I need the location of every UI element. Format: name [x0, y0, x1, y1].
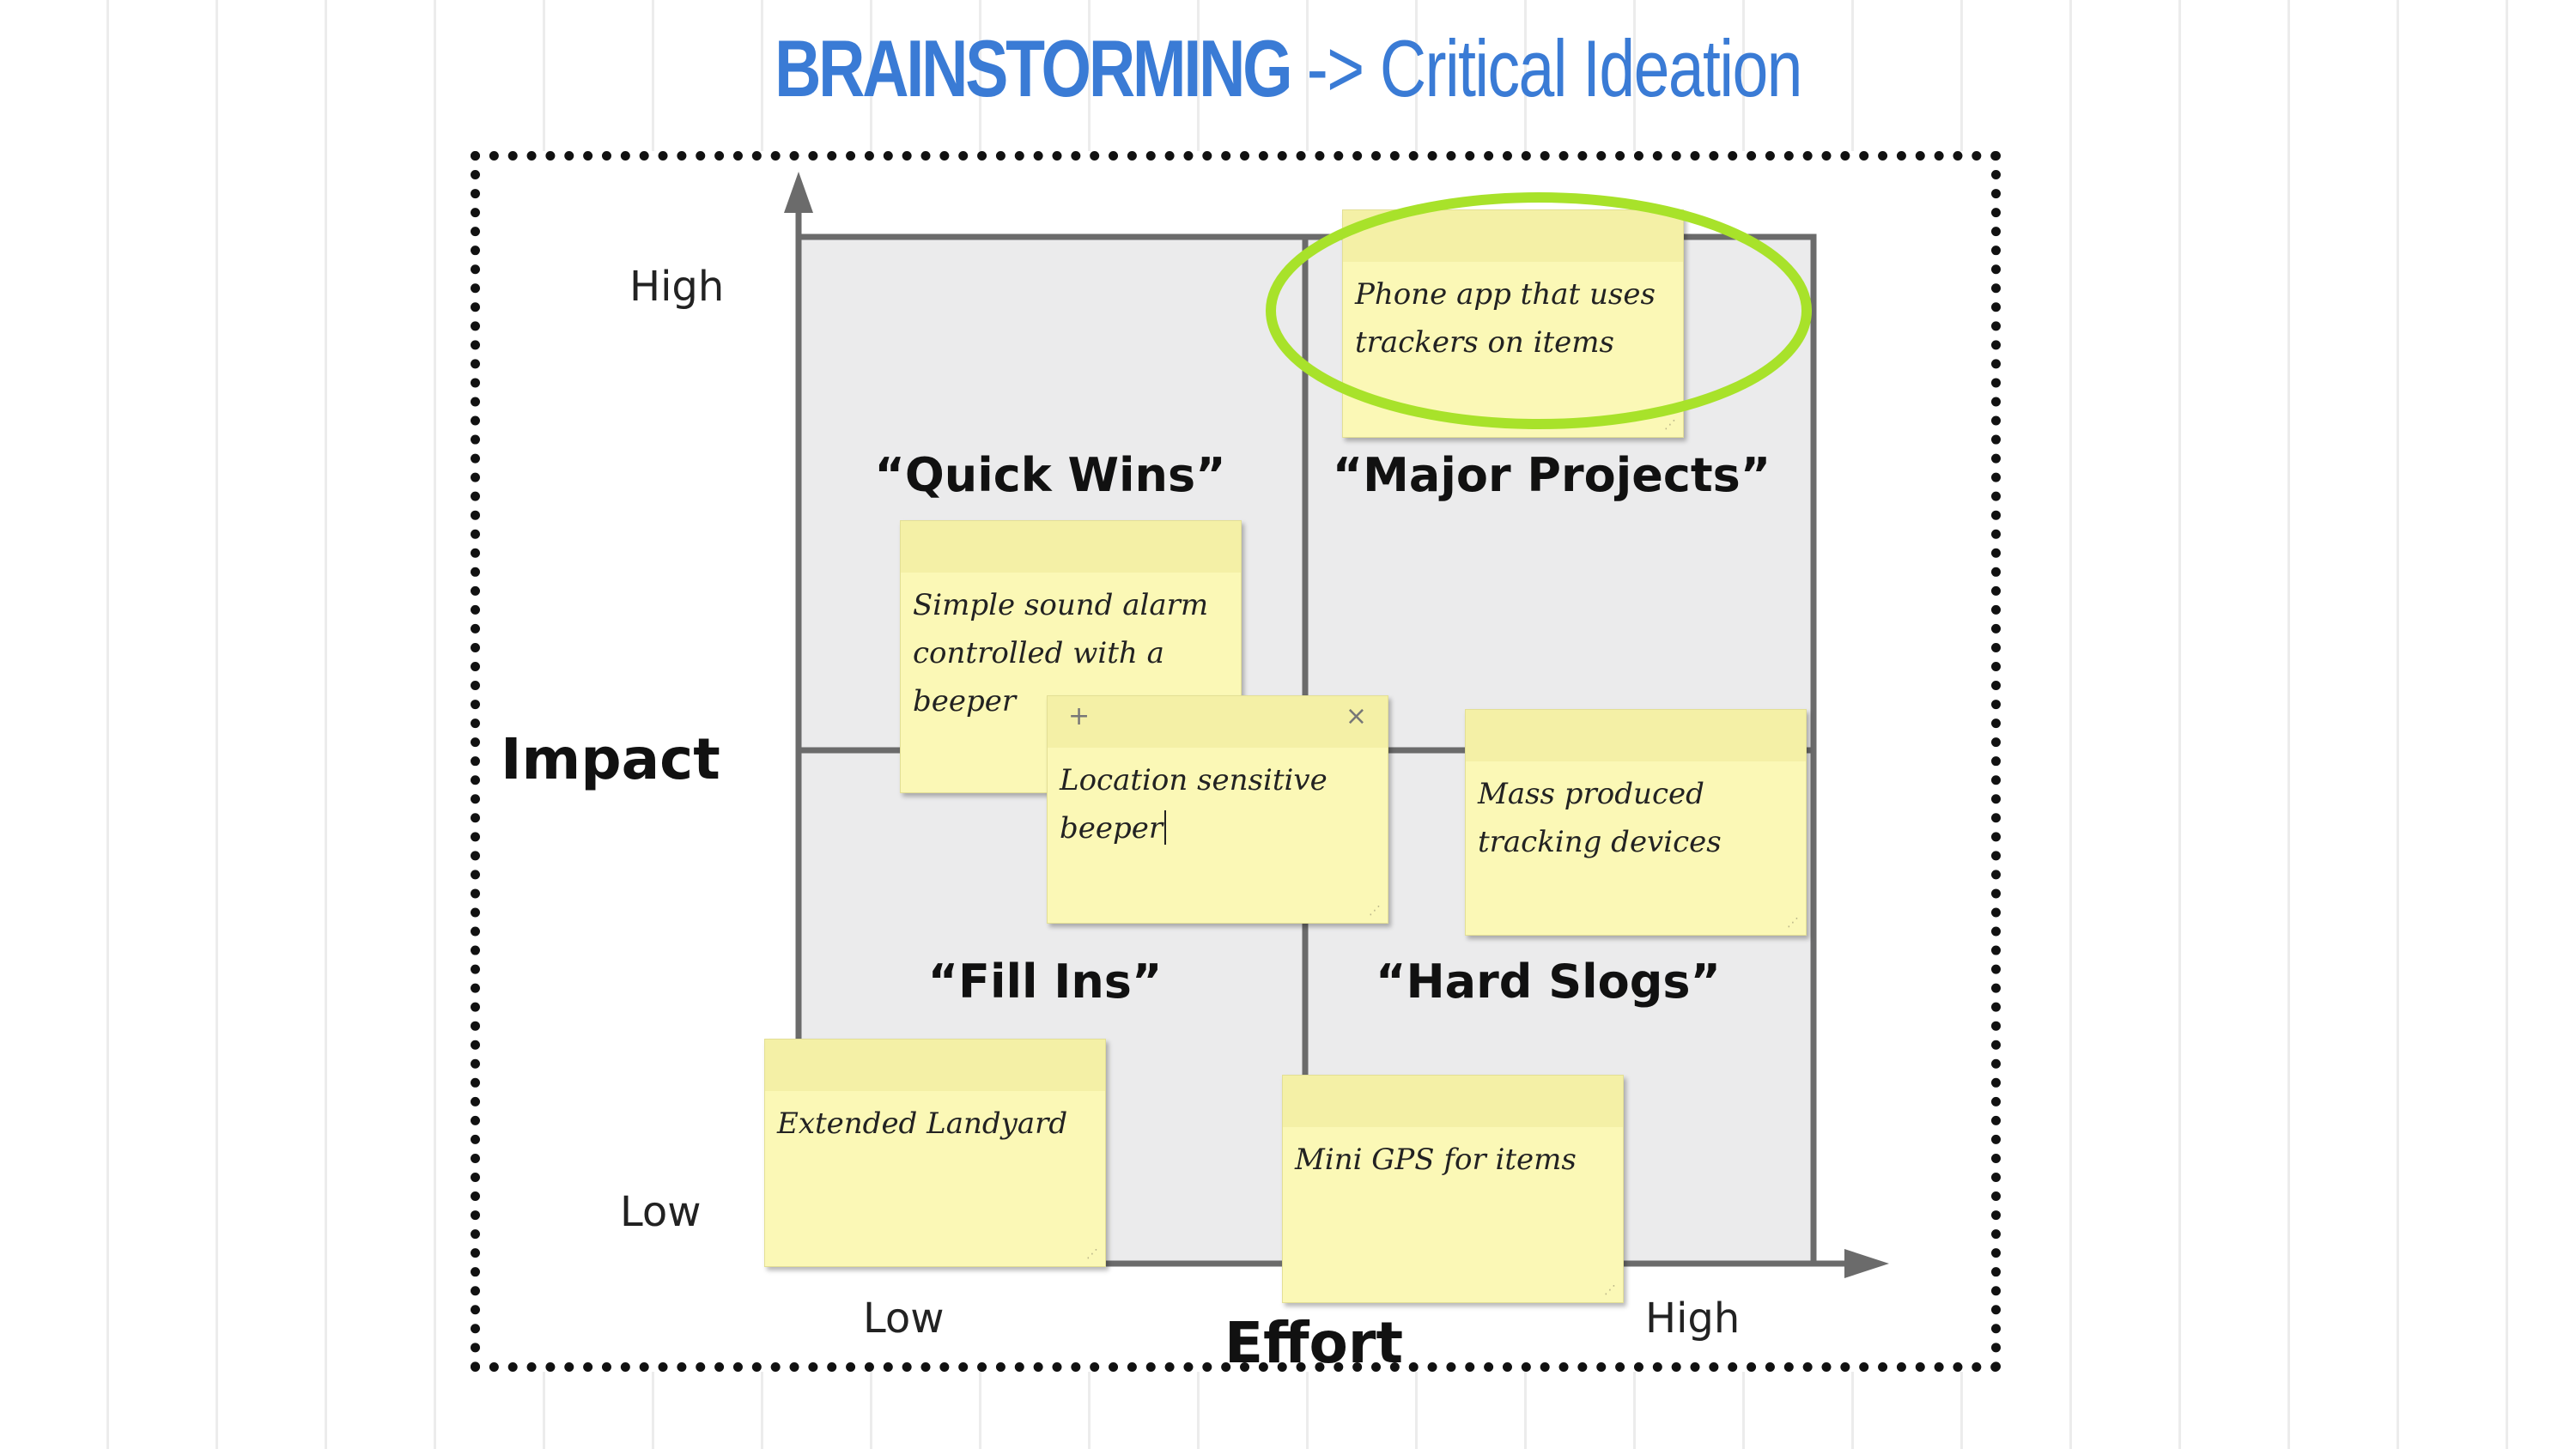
- note-text-editing[interactable]: Location sensitive beeper: [1060, 756, 1376, 852]
- y-axis-high-label: High: [629, 263, 725, 311]
- y-axis-low-label: Low: [620, 1188, 702, 1236]
- close-icon[interactable]: ×: [1345, 701, 1367, 731]
- sticky-note-mini-gps[interactable]: Mini GPS for items ⋰: [1282, 1075, 1624, 1303]
- note-text[interactable]: Mini GPS for items: [1295, 1143, 1577, 1177]
- title-rest: -> Critical Ideation: [1290, 23, 1803, 113]
- note-text[interactable]: Location sensitive beeper: [1060, 763, 1327, 846]
- note-text[interactable]: Extended Landyard: [777, 1106, 1068, 1141]
- quadrant-label-fill-ins: “Fill Ins”: [927, 955, 1163, 1009]
- x-axis-title: Effort: [1224, 1310, 1403, 1376]
- sticky-note-mass-produced[interactable]: Mass produced tracking devices ⋰: [1465, 709, 1807, 936]
- text-cursor: [1164, 810, 1167, 845]
- sticky-note-landyard[interactable]: Extended Landyard ⋰: [764, 1039, 1106, 1267]
- x-axis-high-label: High: [1645, 1294, 1741, 1343]
- quadrant-label-hard-slogs: “Hard Slogs”: [1376, 955, 1721, 1009]
- resize-grip-icon[interactable]: ⋰: [1369, 904, 1381, 918]
- x-axis-low-label: Low: [863, 1294, 945, 1343]
- quadrant-label-quick-wins: “Quick Wins”: [874, 448, 1226, 502]
- x-axis-arrow: [1844, 1249, 1889, 1278]
- page-title: BRAINSTORMING -> Critical Ideation: [258, 22, 2318, 115]
- resize-grip-icon[interactable]: ⋰: [1086, 1247, 1098, 1261]
- note-text[interactable]: Phone app that uses trackers on items: [1355, 277, 1656, 360]
- resize-grip-icon[interactable]: ⋰: [1604, 1283, 1616, 1297]
- note-text[interactable]: Simple sound alarm controlled with a bee…: [913, 588, 1209, 718]
- add-note-icon[interactable]: +: [1068, 701, 1091, 731]
- quadrant-label-major-projects: “Major Projects”: [1332, 448, 1771, 502]
- resize-grip-icon[interactable]: ⋰: [1664, 418, 1676, 432]
- note-text[interactable]: Mass produced tracking devices: [1478, 777, 1722, 859]
- y-axis-title: Impact: [501, 726, 720, 792]
- sticky-note-location-beeper-active[interactable]: + × Location sensitive beeper ⋰: [1047, 695, 1388, 924]
- sticky-note-phone-app[interactable]: Phone app that uses trackers on items ⋰: [1342, 209, 1684, 438]
- title-emphasis: BRAINSTORMING: [775, 23, 1293, 113]
- y-axis-arrow: [784, 172, 813, 213]
- resize-grip-icon[interactable]: ⋰: [1787, 916, 1799, 930]
